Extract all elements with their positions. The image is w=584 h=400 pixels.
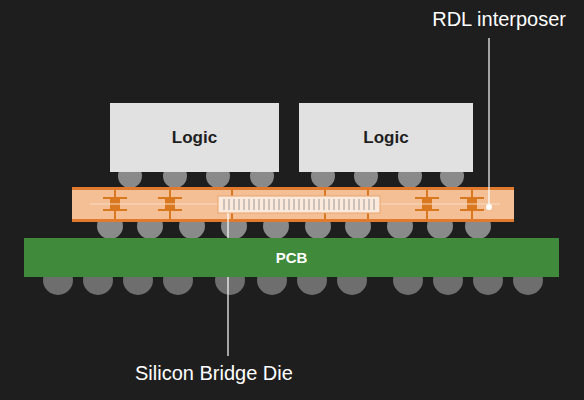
node-label: Logic (172, 128, 217, 148)
silicon-bridge-die (218, 196, 380, 213)
leader-line (488, 38, 489, 204)
callout-label: RDL interposer (432, 8, 566, 31)
rdl-interposer (72, 187, 514, 222)
pcb-board: PCB (24, 238, 559, 277)
bridge-trace (234, 199, 235, 210)
bridge-trace (239, 199, 240, 210)
logic-die: Logic (299, 103, 473, 172)
bridge-trace (349, 199, 350, 210)
bridge-trace (284, 199, 285, 210)
bridge-trace (299, 199, 300, 210)
interposer-top-layer (72, 187, 514, 190)
bridge-trace (359, 199, 360, 210)
bridge-trace (274, 199, 275, 210)
bridge-trace (294, 199, 295, 210)
node-label: Logic (363, 128, 408, 148)
bridge-trace (254, 199, 255, 210)
bridge-trace (249, 199, 250, 210)
bridge-trace (324, 199, 325, 210)
bridge-trace (374, 199, 375, 210)
bridge-trace (304, 199, 305, 210)
leader-line (227, 213, 228, 356)
bridge-trace (339, 199, 340, 210)
bridge-trace (224, 199, 225, 210)
bridge-trace (354, 199, 355, 210)
node-label: PCB (276, 249, 308, 266)
bridge-trace (314, 199, 315, 210)
bridge-traces (224, 199, 374, 210)
bridge-trace (264, 199, 265, 210)
leader-dot (486, 204, 492, 210)
bridge-trace (344, 199, 345, 210)
bridge-trace (279, 199, 280, 210)
bridge-trace (244, 199, 245, 210)
bridge-trace (369, 199, 370, 210)
interposer-bottom-layer (72, 219, 514, 222)
rdl-wiring (90, 190, 500, 219)
bridge-trace (289, 199, 290, 210)
bridge-trace (364, 199, 365, 210)
bridge-trace (329, 199, 330, 210)
bridge-trace (229, 199, 230, 210)
bridge-trace (319, 199, 320, 210)
bridge-trace (309, 199, 310, 210)
bridge-trace (334, 199, 335, 210)
logic-die: Logic (110, 103, 279, 172)
callout-label: Silicon Bridge Die (135, 362, 293, 385)
bridge-trace (269, 199, 270, 210)
bridge-trace (259, 199, 260, 210)
